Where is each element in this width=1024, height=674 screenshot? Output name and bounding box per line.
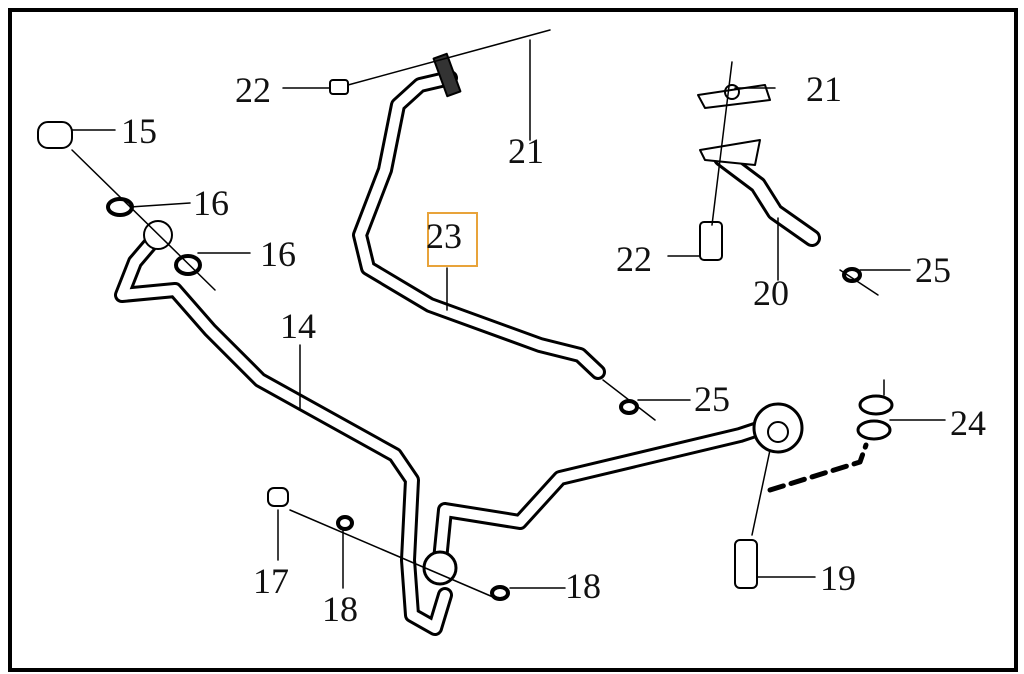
hose-14 [114,227,778,636]
dashed-connector [767,442,869,493]
callout-16[interactable]: 16 [260,234,296,274]
callout-16[interactable]: 16 [193,183,229,223]
callout-22[interactable]: 22 [235,70,271,110]
callout-22[interactable]: 22 [616,239,652,279]
callout-25[interactable]: 25 [694,379,730,419]
callout-21[interactable]: 21 [508,131,544,171]
callout-14[interactable]: 14 [280,306,316,346]
callout-19[interactable]: 19 [820,558,856,598]
callout-23[interactable]: 23 [426,216,462,256]
callout-24[interactable]: 24 [950,403,986,443]
callout-20[interactable]: 20 [753,273,789,313]
leader-lines [71,29,946,601]
hose-23 [352,70,606,380]
callout-25[interactable]: 25 [915,250,951,290]
highlight-box-23 [427,212,478,267]
callout-15[interactable]: 15 [121,111,157,151]
callout-21[interactable]: 21 [806,69,842,109]
callout-17[interactable]: 17 [253,561,289,601]
hose-20 [713,149,821,247]
callout-18[interactable]: 18 [565,566,601,606]
callout-18[interactable]: 18 [322,589,358,629]
diagram-frame [8,8,1018,672]
